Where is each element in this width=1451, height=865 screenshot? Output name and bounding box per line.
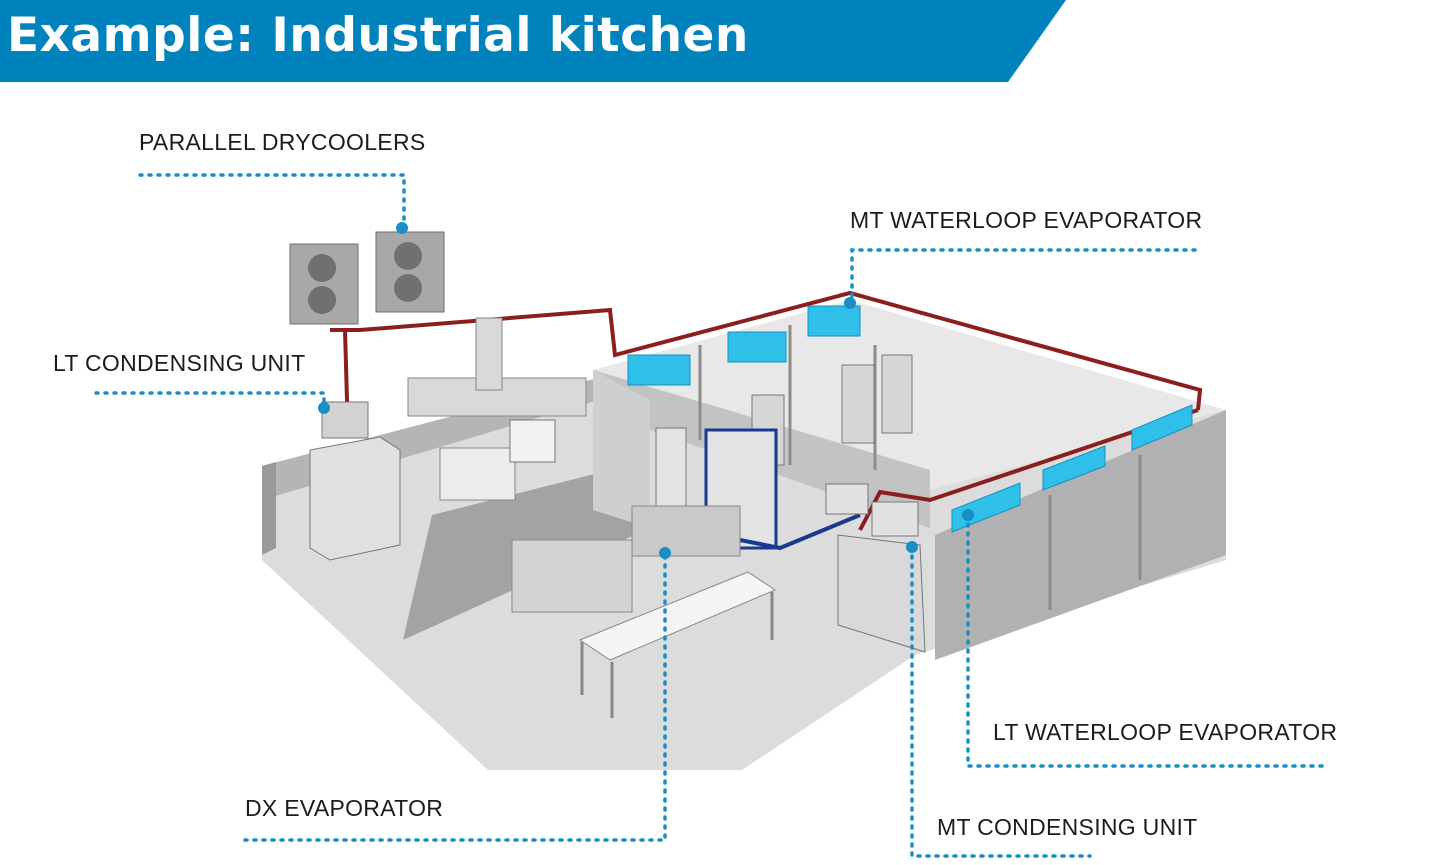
- water-pipe: [739, 513, 861, 551]
- chest-freezer: [511, 539, 633, 613]
- label-lt-waterloop-evaporator: LT WATERLOOP EVAPORATOR: [993, 719, 1338, 745]
- callout-dot: [396, 222, 408, 234]
- leader-line-parallel-drycoolers: [138, 173, 406, 230]
- drycooler-unit: [289, 243, 359, 325]
- coldroom-door: [881, 354, 913, 434]
- title-banner-shape: [0, 0, 1066, 82]
- leader-line-lt-condensing-unit: [94, 391, 326, 410]
- drycooler-unit: [375, 231, 445, 313]
- mt-condensing-unit: [871, 501, 919, 537]
- leader-line-mt-waterloop-evaporator: [850, 248, 1197, 305]
- label-lt-condensing-unit: LT CONDENSING UNIT: [53, 350, 306, 376]
- oven: [509, 419, 556, 463]
- label-parallel-drycoolers: PARALLEL DRYCOOLERS: [139, 129, 426, 155]
- mt-condensing-unit: [825, 483, 869, 515]
- coldroom-front-right: [935, 410, 1226, 660]
- callout-dot: [906, 541, 918, 553]
- coldroom-door: [841, 364, 875, 444]
- mt-cabinet: [837, 534, 926, 653]
- lt-cabinet: [309, 436, 401, 561]
- coldroom-left-wall: [593, 370, 650, 528]
- cooking-range: [439, 447, 516, 501]
- callout-dot: [318, 402, 330, 414]
- prep-counter: [631, 505, 741, 557]
- callout-dot: [844, 297, 856, 309]
- steel-table: [578, 571, 777, 661]
- water-pipe: [330, 290, 1203, 411]
- callout-dot: [659, 547, 671, 559]
- leader-line-mt-condensing-unit: [910, 545, 1092, 858]
- water-pipe: [858, 408, 1199, 531]
- leader-line-dx-evaporator: [243, 551, 667, 842]
- label-mt-waterloop-evaporator: MT WATERLOOP EVAPORATOR: [850, 207, 1203, 233]
- page-title: Example: Industrial kitchen: [7, 8, 749, 63]
- leader-line-lt-waterloop-evaporator: [966, 513, 1324, 768]
- hood-duct: [475, 317, 503, 391]
- label-mt-condensing-unit: MT CONDENSING UNIT: [937, 814, 1198, 840]
- title-banner: [0, 0, 1066, 82]
- kitchen-left-wall: [262, 462, 276, 555]
- entrance-door: [655, 427, 687, 519]
- label-dx-evaporator: DX EVAPORATOR: [245, 795, 444, 821]
- callout-dot: [962, 509, 974, 521]
